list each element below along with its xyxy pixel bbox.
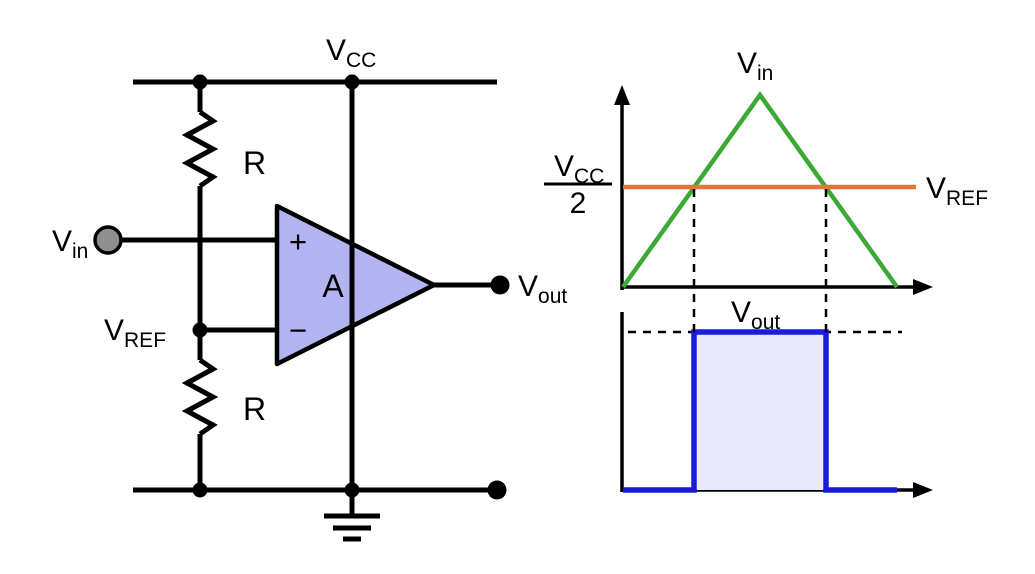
threshold-numerator-label: VCC bbox=[554, 150, 604, 188]
vout-waveform-label: Vout bbox=[731, 296, 780, 334]
waveform-plots: VCC 2 Vin VREF Vout bbox=[544, 47, 988, 498]
resistor-bottom bbox=[181, 357, 219, 437]
junction-dot-divider-top bbox=[192, 74, 208, 90]
vin-plot: VCC 2 Vin VREF bbox=[544, 47, 988, 295]
resistor-bottom-label: R bbox=[243, 391, 266, 427]
opamp-gain-label: A bbox=[322, 268, 344, 304]
vout-pulse-fill bbox=[694, 332, 826, 490]
threshold-fraction-label: VCC 2 bbox=[544, 150, 612, 220]
vcc-label: VCC bbox=[326, 34, 376, 72]
vref-label: VREF bbox=[104, 314, 166, 352]
vout-pulse-waveform bbox=[623, 329, 897, 493]
opamp-inverting-input-label: − bbox=[289, 313, 307, 348]
vref-line-label: VREF bbox=[926, 172, 988, 210]
vout-terminal bbox=[490, 275, 510, 295]
junction-dot-vcc bbox=[344, 74, 360, 90]
vin-terminal bbox=[93, 225, 123, 255]
junction-dot-divider-bottom bbox=[192, 482, 208, 498]
vin-plot-y-axis-arrow-icon bbox=[614, 85, 630, 105]
vin-label: Vin bbox=[52, 225, 88, 263]
vin-triangle-waveform bbox=[621, 91, 899, 289]
resistor-top-label: R bbox=[243, 145, 266, 181]
junction-dot-ground bbox=[344, 482, 360, 498]
opamp-triangle bbox=[274, 203, 437, 367]
vout-plot-x-axis-arrow-icon bbox=[913, 482, 933, 498]
vout-label: Vout bbox=[518, 270, 567, 308]
resistor-top bbox=[181, 109, 219, 189]
vin-waveform-label: Vin bbox=[737, 47, 773, 85]
vout-plot: Vout bbox=[620, 296, 933, 498]
vin-plot-x-axis-arrow-icon bbox=[913, 279, 933, 295]
bottom-rail-end-terminal bbox=[487, 480, 507, 500]
circuit-schematic: VCC Vin VREF R R + − A Vout bbox=[52, 34, 567, 542]
threshold-denominator-label: 2 bbox=[570, 187, 587, 220]
junction-dot-vref-node bbox=[192, 322, 208, 338]
opamp-noninverting-input-label: + bbox=[289, 224, 307, 259]
